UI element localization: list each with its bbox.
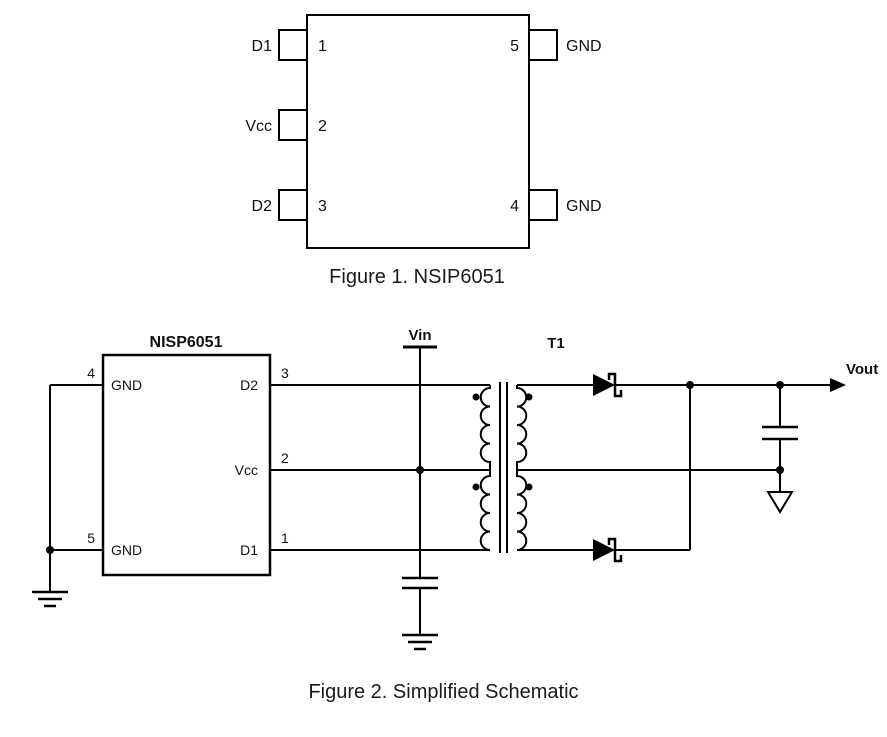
pin-label: GND (111, 542, 142, 558)
junction-dot (776, 381, 784, 389)
transformer-core (499, 382, 508, 553)
secondary-winding (516, 385, 528, 551)
t1-label: T1 (547, 335, 565, 352)
transformer-t1: T1 (472, 335, 565, 553)
pin-number: 3 (318, 198, 327, 215)
figure2-schematic: NISP6051 Vin (32, 327, 878, 651)
pin5-pad (528, 29, 558, 61)
pin-label: GND (111, 377, 142, 393)
vin-capacitor (402, 576, 438, 590)
pin-number: 4 (87, 365, 95, 381)
pin-number: 1 (281, 530, 289, 546)
pin-label: D1 (240, 542, 258, 558)
pin-number: 5 (510, 38, 519, 55)
pin-label: D2 (252, 198, 273, 215)
phase-dot (525, 483, 533, 491)
output-capacitor (762, 425, 798, 441)
pin-label: D1 (252, 38, 273, 55)
pin-number: 3 (281, 365, 289, 381)
wires (49, 347, 830, 592)
pin3-pad (278, 189, 308, 221)
pin4-pad (528, 189, 558, 221)
phase-dot (525, 393, 533, 401)
pin-label: GND (566, 38, 602, 55)
chip-title: NISP6051 (150, 334, 223, 351)
pin-number: 4 (510, 198, 519, 215)
pin-label: D2 (240, 377, 258, 393)
schottky-diode-top (593, 372, 623, 398)
junction-dot (46, 546, 54, 554)
chip-body (101, 353, 272, 577)
pin-label: Vcc (245, 118, 272, 135)
vout-label: Vout (846, 361, 878, 378)
junction-dot (686, 381, 694, 389)
ic-package-body (306, 14, 530, 249)
pin-label: GND (566, 198, 602, 215)
schottky-diode-bottom (593, 537, 623, 563)
primary-winding (479, 385, 491, 551)
figure2-caption: Figure 2. Simplified Schematic (308, 681, 579, 703)
pin-label: Vcc (235, 462, 258, 478)
junction-dot (416, 466, 424, 474)
pin-number: 1 (318, 38, 327, 55)
vin-rail: Vin (403, 327, 437, 349)
junction-dots (46, 381, 784, 554)
phase-dots (472, 393, 533, 491)
figure1-caption: Figure 1. NSIP6051 (329, 266, 505, 288)
earth-ground-vin (402, 633, 438, 651)
output-ground-triangle (766, 491, 794, 514)
phase-dot (472, 393, 480, 401)
earth-ground-left (32, 590, 68, 608)
vout-arrow (830, 378, 846, 392)
pin-number: 2 (318, 118, 327, 135)
pin2-pad (278, 109, 308, 141)
pin1-pad (278, 29, 308, 61)
junction-dot (776, 466, 784, 474)
ic-package (278, 14, 558, 249)
pin-number: 2 (281, 450, 289, 466)
phase-dot (472, 483, 480, 491)
figure1-pin-diagram: D1 Vcc D2 1 2 3 5 4 GND GND (245, 14, 602, 249)
vin-label: Vin (408, 327, 431, 344)
pin-number: 5 (87, 530, 95, 546)
